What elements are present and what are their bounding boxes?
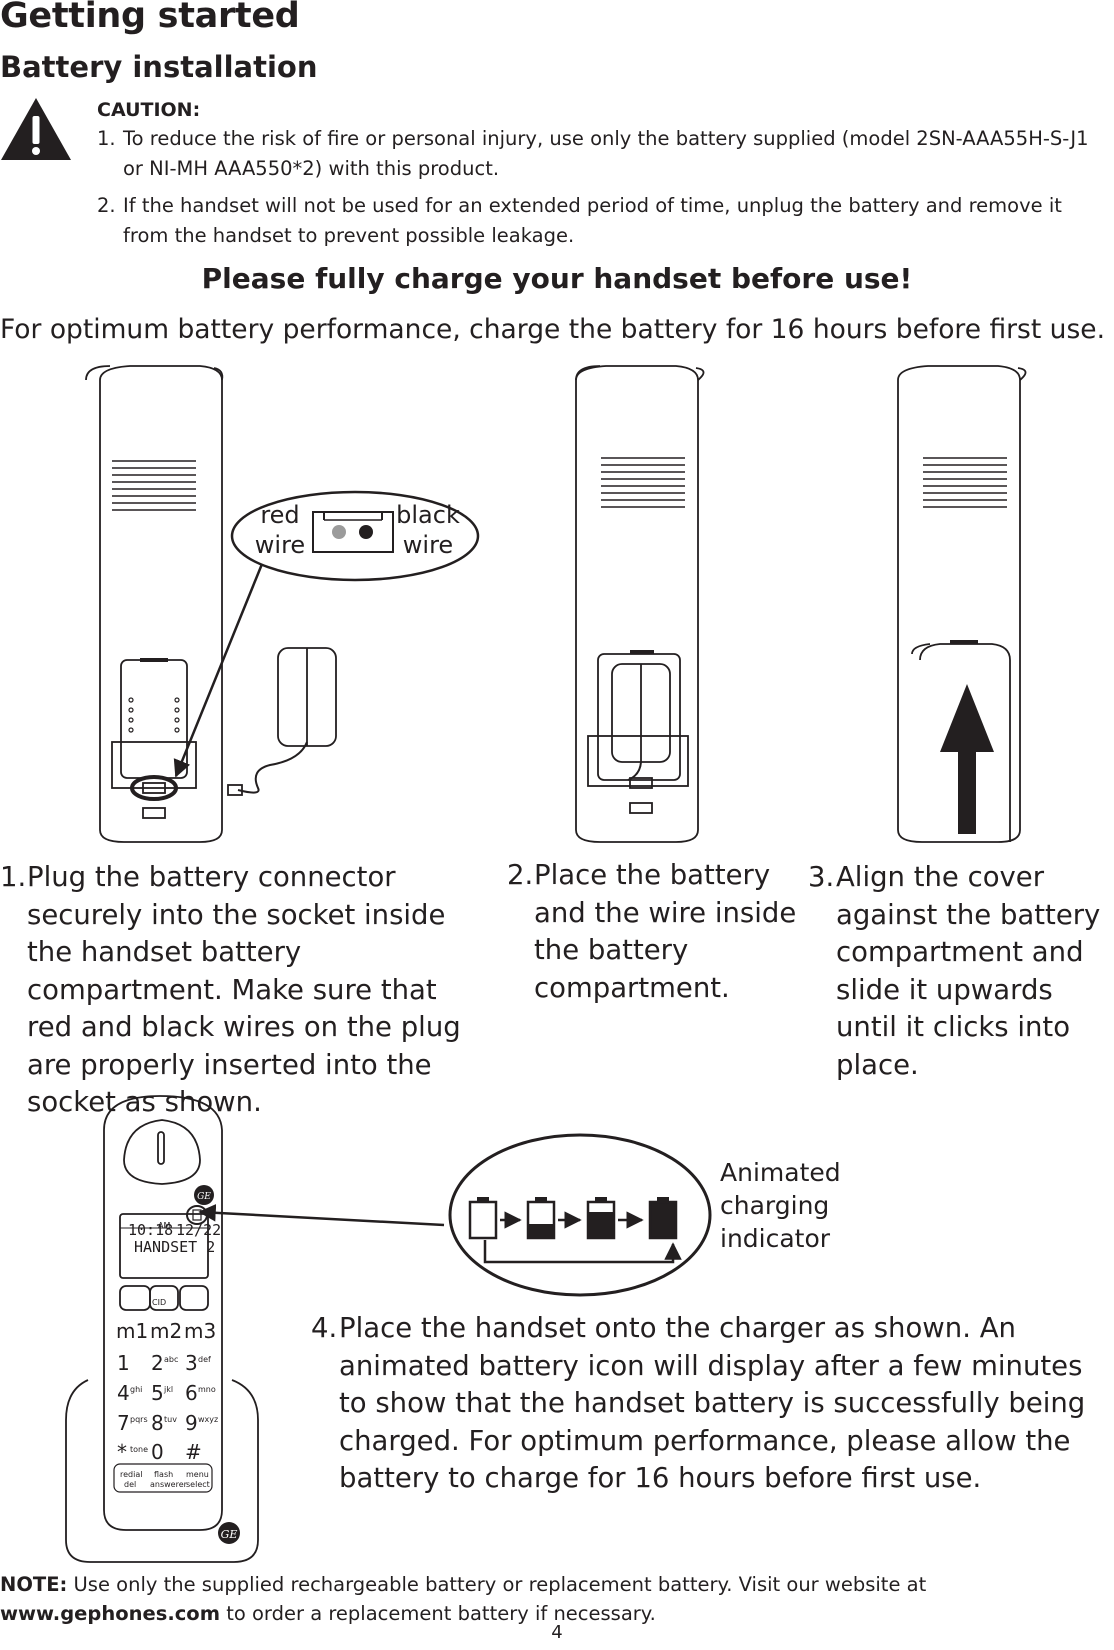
lcd-time: 10:18 — [128, 1221, 173, 1239]
key-9-letters: wxyz — [198, 1415, 218, 1424]
red-wire-dot — [332, 525, 346, 539]
key-3: 3 — [185, 1351, 198, 1375]
key-5-letters: jkl — [163, 1385, 173, 1394]
charging-indicator-callout — [198, 1133, 712, 1297]
key-hash: # — [185, 1440, 202, 1464]
step-text: Place the battery and the wire inside th… — [534, 859, 797, 1004]
battery-high-icon — [586, 1197, 616, 1240]
caution-item: 1. To reduce the risk of fire or persona… — [97, 124, 1107, 184]
intro-text: For optimum battery performance, charge … — [0, 314, 1105, 345]
key-2-letters: abc — [164, 1355, 178, 1364]
menu-key-sub: select — [186, 1480, 210, 1489]
battery-empty-icon — [468, 1197, 498, 1240]
key-6-letters: mno — [198, 1385, 216, 1394]
flash-key-sub: answerer — [150, 1480, 188, 1489]
step-number: 3. — [808, 861, 835, 893]
handset-lcd: 10:18 AM 12/22 HANDSET 2 — [128, 1221, 221, 1256]
step-number: 1. — [0, 861, 27, 893]
note-text-end: to order a replacement battery if necess… — [220, 1602, 656, 1625]
section-title: Battery installation — [0, 50, 318, 84]
step-text: Align the cover against the battery comp… — [836, 861, 1101, 1081]
key-8: 8 — [151, 1411, 164, 1435]
handset-back-step2 — [575, 365, 705, 843]
key-star: * — [117, 1440, 127, 1464]
caution-label: CAUTION: — [97, 99, 201, 121]
key-4: 4 — [117, 1381, 130, 1405]
key-3-letters: def — [198, 1355, 211, 1364]
page-title: Getting started — [0, 0, 300, 36]
caution-item: 2. If the handset will not be used for a… — [97, 191, 1107, 251]
caution-item-number: 1. — [97, 127, 116, 150]
caution-item-text: If the handset will not be used for an e… — [123, 194, 1062, 247]
page-number: 4 — [551, 1622, 563, 1643]
lcd-handset-name: HANDSET 2 — [134, 1238, 215, 1256]
step-text: Place the handset onto the charger as sh… — [339, 1312, 1086, 1494]
key-7-letters: pqrs — [130, 1415, 148, 1424]
cid-key-label: CID — [152, 1298, 166, 1307]
battery-pack — [227, 647, 337, 796]
redial-key-sub: del — [124, 1480, 136, 1489]
black-wire-dot — [359, 525, 373, 539]
key-star-letters: tone — [130, 1445, 148, 1454]
key-8-letters: tuv — [164, 1415, 177, 1424]
charging-indicator-label: Animated charging indicator — [720, 1158, 841, 1253]
red-wire-label: red wire — [254, 501, 306, 559]
note-paragraph: NOTE: Use only the supplied rechargeable… — [0, 1570, 1100, 1628]
arrow-up-icon — [940, 684, 994, 834]
step-item: 1. Plug the battery connector securely i… — [0, 859, 480, 1122]
handset-front-on-charger: GE GE — [65, 1095, 259, 1563]
redial-key-label: redial — [120, 1470, 142, 1479]
key-m2: m2 — [150, 1319, 182, 1343]
key-5: 5 — [151, 1381, 164, 1405]
note-text: Use only the supplied rechargeable batte… — [67, 1573, 927, 1596]
connector-callout — [173, 490, 480, 778]
charge-warning-heading: Please fully charge your handset before … — [201, 262, 913, 295]
step-number: 2. — [507, 859, 534, 891]
key-1: 1 — [117, 1351, 130, 1375]
key-6: 6 — [185, 1381, 198, 1405]
key-4-letters: ghi — [130, 1385, 142, 1394]
key-7: 7 — [117, 1411, 130, 1435]
svg-text:GE: GE — [221, 1528, 238, 1541]
step-item: 4. Place the handset onto the charger as… — [311, 1310, 1111, 1498]
key-0: 0 — [151, 1440, 164, 1464]
key-m3: m3 — [184, 1319, 216, 1343]
note-label: NOTE: — [0, 1573, 68, 1596]
ge-logo-icon — [218, 1522, 240, 1544]
step-text: Plug the battery connector securely into… — [27, 861, 461, 1118]
warning-triangle-icon — [1, 98, 71, 160]
caution-item-number: 2. — [97, 194, 116, 217]
step-item: 3. Align the cover against the battery c… — [808, 859, 1108, 1084]
step-number: 4. — [311, 1312, 338, 1344]
flash-key-label: flash — [154, 1470, 173, 1479]
menu-key-label: menu — [186, 1470, 209, 1479]
website-link[interactable]: www.gephones.com — [0, 1602, 221, 1625]
black-wire-label: black wire — [396, 501, 460, 559]
key-9: 9 — [185, 1411, 198, 1435]
key-m1: m1 — [116, 1319, 148, 1343]
handset-back-step1 — [85, 365, 224, 843]
lcd-ampm: AM — [158, 1221, 170, 1230]
handset-back-step3 — [897, 365, 1027, 843]
battery-full-icon — [648, 1197, 678, 1240]
caution-item-text: To reduce the risk of fire or personal i… — [123, 127, 1089, 180]
svg-text:GE: GE — [197, 1192, 211, 1202]
handset-keypad: CID m1 m2 m3 1 2 abc 3 def 4 ghi 5 jkl 6… — [116, 1298, 218, 1489]
key-2: 2 — [151, 1351, 164, 1375]
step-item: 2. Place the battery and the wire inside… — [507, 857, 797, 1007]
lcd-date: 12/22 — [176, 1221, 221, 1239]
battery-low-icon — [526, 1197, 556, 1240]
